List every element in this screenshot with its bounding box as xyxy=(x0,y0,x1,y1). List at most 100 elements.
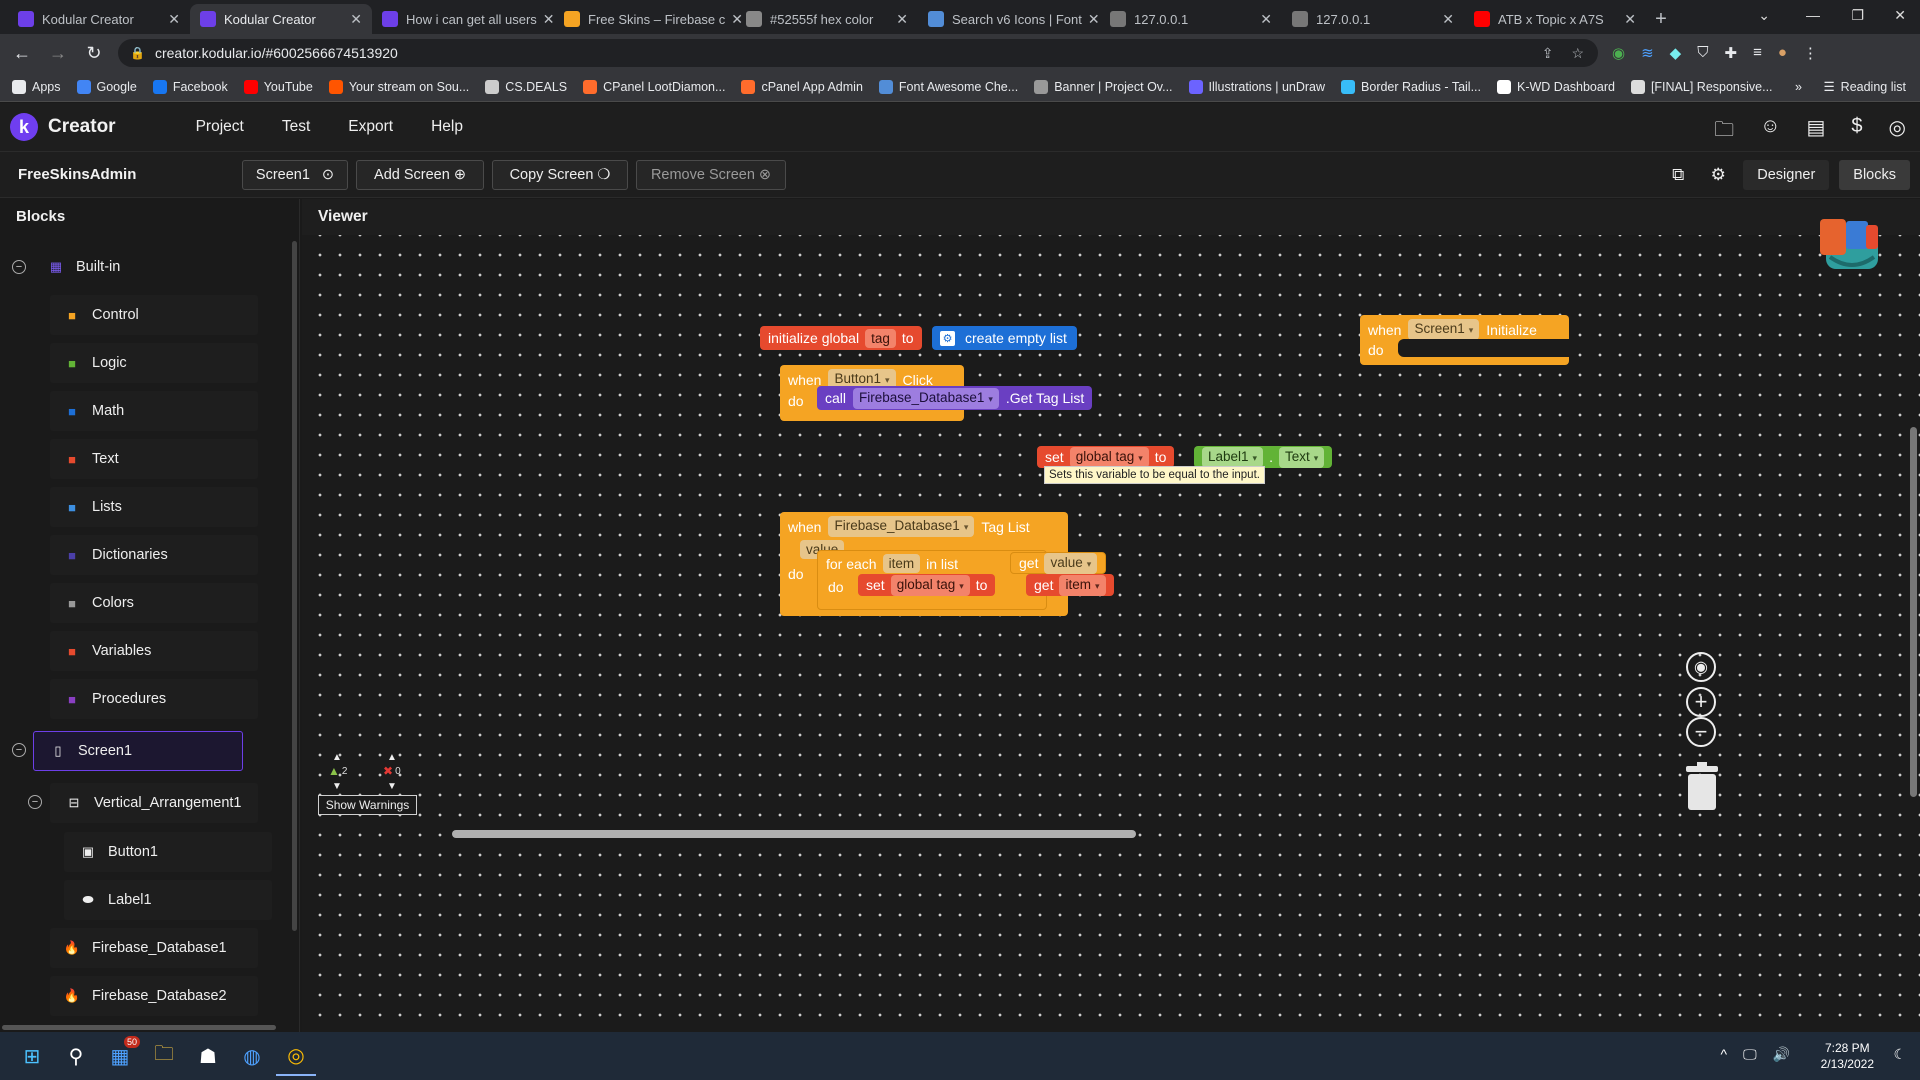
set-global-tag-inner-block[interactable]: set global tag▾ to xyxy=(858,574,996,596)
bookmark-item[interactable]: Apps xyxy=(12,79,61,94)
url-input[interactable]: 🔒 creator.kodular.io/#6002566674513920 ⇪… xyxy=(118,39,1598,67)
create-empty-list-block[interactable]: ⚙ create empty list xyxy=(932,326,1077,350)
close-tab-icon[interactable]: ✕ xyxy=(350,10,362,27)
block-category-logic[interactable]: ■Logic xyxy=(50,343,258,383)
volume-icon[interactable]: 🔊 xyxy=(1772,1046,1790,1062)
forward-icon[interactable]: → xyxy=(49,42,67,63)
blocks-workspace[interactable]: Viewer initialize global tag to ⚙ create… xyxy=(302,199,1920,1032)
bookmark-item[interactable]: CS.DEALS xyxy=(485,79,567,94)
extension-shield-icon[interactable]: ⛉ xyxy=(1697,44,1709,61)
windows-start-icon[interactable]: ⊞ xyxy=(23,1045,41,1068)
button1-dropdown[interactable]: Button1▾ xyxy=(828,369,896,390)
backpack-icon[interactable] xyxy=(1816,215,1890,273)
workspace-vscrollbar[interactable] xyxy=(1910,427,1917,797)
warning-prev-arrow[interactable]: ▲ xyxy=(332,752,342,763)
folder-icon[interactable]: 🗀 xyxy=(1714,119,1735,141)
media-control-icon[interactable]: ≡ xyxy=(1753,44,1762,61)
reload-icon[interactable]: ↻ xyxy=(86,42,102,63)
network-icon[interactable]: 🖵 xyxy=(1743,1046,1757,1062)
warning-next-arrow[interactable]: ▼ xyxy=(332,781,342,792)
browser-tab[interactable]: 127.0.0.1✕ xyxy=(1282,4,1464,34)
bookmark-item[interactable]: [FINAL] Responsive... xyxy=(1630,79,1773,94)
show-warnings-button[interactable]: Show Warnings xyxy=(318,795,417,815)
system-clock[interactable]: 7:28 PM 2/13/2022 xyxy=(1821,1040,1874,1072)
close-tab-icon[interactable]: ✕ xyxy=(1442,10,1454,27)
browser-menu-icon[interactable]: ⋮ xyxy=(1802,45,1818,62)
zoom-in-icon[interactable]: + xyxy=(1686,687,1716,717)
screen-select-button[interactable]: Screen1 ⊙ xyxy=(242,159,348,190)
gear-icon[interactable]: ⚙ xyxy=(940,330,955,346)
tree-firebase-database1[interactable]: 🔥 Firebase_Database1 xyxy=(50,928,258,968)
tree-screen1[interactable]: ▯ Screen1 xyxy=(33,731,243,771)
error-prev-arrow[interactable]: ▲ xyxy=(387,752,397,763)
bookmark-item[interactable]: Your stream on Sou... xyxy=(328,79,469,94)
menu-project[interactable]: Project xyxy=(195,118,244,135)
trash-icon[interactable] xyxy=(1684,762,1720,812)
recenter-icon[interactable]: ◉ xyxy=(1686,652,1716,682)
screen-initialize-block[interactable]: when Screen1▾ Initialize do xyxy=(1360,315,1569,365)
tray-chevron-icon[interactable]: ^ xyxy=(1720,1046,1728,1062)
tree-firebase-database2[interactable]: 🔥 Firebase_Database2 xyxy=(50,976,258,1016)
screenshot-icon[interactable]: ⧉ xyxy=(1672,165,1685,184)
block-category-dictionaries[interactable]: ■Dictionaries xyxy=(50,535,258,575)
bookmark-item[interactable]: Google xyxy=(76,79,137,94)
block-category-math[interactable]: ■Math xyxy=(50,391,258,431)
collapse-builtin-toggle[interactable]: − xyxy=(12,260,26,274)
close-tab-icon[interactable]: ✕ xyxy=(168,10,180,27)
firebase-db1-dropdown[interactable]: Firebase_Database1▾ xyxy=(853,387,999,409)
reading-list[interactable]: ☰ Reading list xyxy=(1823,79,1906,95)
tab-search-icon[interactable]: ⌄ xyxy=(1758,6,1770,23)
browser-tab[interactable]: Kodular Creator✕ xyxy=(190,4,372,34)
close-tab-icon[interactable]: ✕ xyxy=(542,10,555,27)
settings-gear-icon[interactable]: ⚙ xyxy=(1710,165,1726,184)
menu-help[interactable]: Help xyxy=(431,118,463,135)
browser-tab[interactable]: Free Skins – Firebase c✕ xyxy=(554,4,743,34)
bookmark-star-icon[interactable]: ☆ xyxy=(1571,44,1584,61)
blocks-panel-scrollbar[interactable] xyxy=(292,241,297,931)
browser-tab[interactable]: #52555f hex color✕ xyxy=(736,4,918,34)
app-circle-icon[interactable]: ◍ xyxy=(243,1045,261,1068)
chrome-icon[interactable]: ◎ xyxy=(276,1036,316,1076)
browser-tab[interactable]: 127.0.0.1✕ xyxy=(1100,4,1282,34)
close-tab-icon[interactable]: ✕ xyxy=(896,10,908,27)
close-tab-icon[interactable]: ✕ xyxy=(1624,10,1636,27)
share-icon[interactable]: ⇪ xyxy=(1541,44,1554,61)
bookmark-item[interactable]: Border Radius - Tail... xyxy=(1341,79,1481,94)
global-var-name[interactable]: tag xyxy=(865,328,896,348)
block-category-lists[interactable]: ■Lists xyxy=(50,487,258,527)
copy-screen-button[interactable]: Copy Screen ❍ xyxy=(492,159,628,190)
extension-diamond-icon[interactable]: ◆ xyxy=(1669,45,1682,62)
label1-dropdown[interactable]: Label1▾ xyxy=(1202,446,1264,468)
label1-text-getter-block[interactable]: Label1▾ . Text▾ xyxy=(1194,446,1333,468)
item-var[interactable]: item xyxy=(882,554,921,573)
dollar-icon[interactable]: $ xyxy=(1851,115,1863,137)
block-category-procedures[interactable]: ■Procedures xyxy=(50,679,258,719)
extension-icon[interactable]: ≋ xyxy=(1641,45,1654,62)
store-icon[interactable]: ▦ 50 xyxy=(100,1036,140,1076)
docs-icon[interactable]: ▤ xyxy=(1806,117,1826,139)
designer-mode-button[interactable]: Designer xyxy=(1743,160,1830,190)
screen1-dropdown[interactable]: Screen1▾ xyxy=(1408,319,1480,340)
palette-icon[interactable]: ☺ xyxy=(1760,115,1781,137)
bookmark-item[interactable]: K-WD Dashboard xyxy=(1497,79,1615,94)
notification-moon-icon[interactable]: ☾ xyxy=(1893,1046,1906,1062)
bookmark-item[interactable]: cPanel App Admin xyxy=(741,79,863,94)
button-click-block[interactable]: when Button1▾ Click do xyxy=(780,365,964,421)
bookmark-item[interactable]: CPanel LootDiamon... xyxy=(583,79,725,94)
get-tag-list-call-block[interactable]: call Firebase_Database1▾ .Get Tag List xyxy=(817,386,1093,410)
block-category-colors[interactable]: ■Colors xyxy=(50,583,258,623)
collapse-screen-toggle[interactable]: − xyxy=(12,743,26,757)
account-icon[interactable]: ◎ xyxy=(1888,117,1906,139)
get-item-block[interactable]: get item▾ xyxy=(1026,574,1114,596)
collapse-arrangement-toggle[interactable]: − xyxy=(28,795,42,809)
block-category-variables[interactable]: ■Variables xyxy=(50,631,258,671)
global-tag-dropdown[interactable]: global tag▾ xyxy=(1069,446,1149,468)
bookmark-item[interactable]: Illustrations | unDraw xyxy=(1188,79,1325,94)
zoom-out-icon[interactable]: − xyxy=(1686,717,1716,747)
kodular-logo[interactable]: k Creator xyxy=(10,113,116,141)
menu-export[interactable]: Export xyxy=(348,118,394,135)
bookmark-item[interactable]: Banner | Project Ov... xyxy=(1034,79,1173,94)
close-tab-icon[interactable]: ✕ xyxy=(731,10,744,27)
tree-button1[interactable]: ▣ Button1 xyxy=(64,832,272,872)
remove-screen-button[interactable]: Remove Screen ⊗ xyxy=(636,159,786,190)
